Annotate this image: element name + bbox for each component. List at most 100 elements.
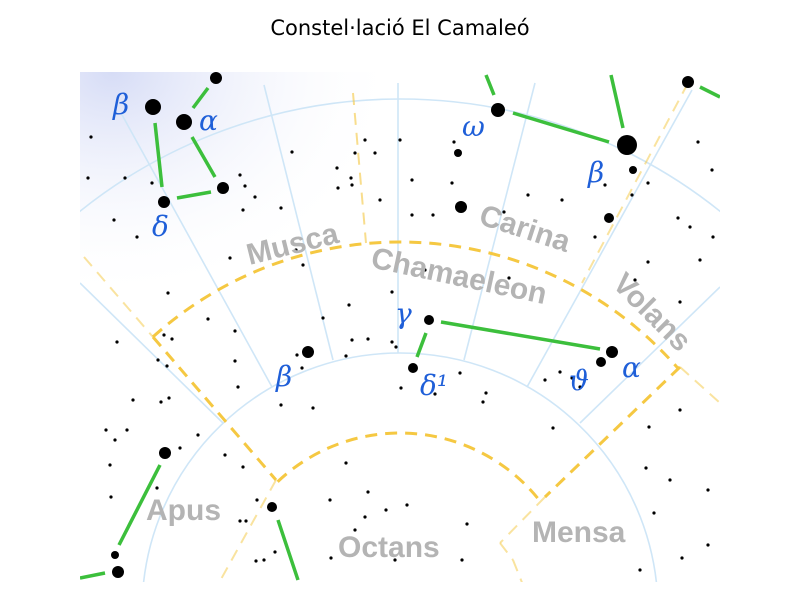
page-title: Constel·lació El Camaleó: [270, 16, 530, 40]
grid-line: [579, 286, 720, 424]
faint-star: [344, 354, 348, 358]
grid-line: [80, 282, 224, 424]
figure-line: [484, 74, 496, 96]
faint-star: [155, 486, 159, 490]
figure-line: [609, 74, 625, 129]
faint-star: [481, 400, 485, 404]
label-carina-beta: β: [587, 156, 604, 189]
star: [617, 135, 637, 155]
faint-star: [433, 392, 437, 396]
faint-star: [688, 225, 692, 229]
figure-line: [440, 320, 601, 351]
faint-star: [236, 385, 240, 389]
faint-star: [115, 340, 119, 344]
label-cham-beta: β: [275, 360, 292, 393]
star: [217, 182, 229, 194]
label-octans: Octans: [338, 531, 440, 564]
faint-star: [233, 359, 237, 363]
faint-star: [353, 528, 357, 532]
label-apus: Apus: [146, 494, 221, 527]
faint-star: [273, 550, 277, 554]
boundary-line: [679, 366, 720, 404]
boundary-line: [499, 496, 546, 544]
star: [210, 72, 222, 84]
star: [159, 447, 171, 459]
faint-star: [178, 446, 182, 450]
faint-star: [123, 176, 127, 180]
faint-star: [166, 291, 170, 295]
label-carina-omega: ω: [462, 110, 485, 143]
faint-star: [458, 371, 462, 375]
faint-star: [301, 263, 305, 267]
faint-star: [170, 337, 174, 341]
faint-star: [156, 358, 160, 362]
coordinate-grid: [80, 82, 720, 582]
faint-star: [113, 438, 117, 442]
figure-line: [176, 190, 212, 200]
label-mensa: Mensa: [532, 516, 626, 549]
faint-star: [321, 316, 325, 320]
star: [629, 166, 637, 174]
faint-star: [394, 345, 398, 349]
faint-star: [603, 183, 607, 187]
faint-star: [644, 466, 648, 470]
faint-star: [294, 248, 298, 252]
faint-star: [241, 465, 245, 469]
faint-star: [279, 206, 283, 210]
faint-star: [89, 135, 93, 139]
faint-star: [399, 386, 403, 390]
faint-star: [223, 453, 227, 457]
faint-star: [423, 268, 427, 272]
faint-star: [680, 556, 684, 560]
faint-star: [290, 150, 294, 154]
faint-star: [469, 585, 472, 588]
label-musca-delta: δ: [152, 210, 169, 243]
faint-star: [344, 461, 348, 465]
faint-star: [378, 198, 382, 202]
faint-star: [706, 543, 710, 547]
faint-star: [167, 396, 171, 400]
faint-star: [353, 151, 357, 155]
figure-line: [276, 519, 300, 581]
faint-star: [373, 151, 377, 155]
boundary-line: [352, 92, 367, 244]
faint-star: [593, 235, 597, 239]
faint-star: [711, 235, 715, 239]
faint-star: [560, 198, 564, 202]
star: [267, 502, 277, 512]
faint-star: [363, 138, 367, 142]
figure-line: [191, 86, 210, 110]
boundary-line: [581, 82, 689, 284]
boundary-line: [83, 256, 154, 338]
faint-star: [410, 178, 414, 182]
faint-star: [710, 168, 714, 172]
boundary-line: [512, 559, 523, 582]
star: [408, 363, 418, 373]
faint-star: [241, 208, 245, 212]
faint-star: [228, 256, 232, 260]
faint-star: [244, 519, 248, 523]
faint-star: [165, 364, 169, 368]
boundary-line: [218, 479, 277, 582]
faint-star: [350, 338, 354, 342]
faint-star: [384, 508, 388, 512]
faint-star: [86, 176, 90, 180]
faint-star: [646, 181, 650, 185]
star: [491, 103, 505, 117]
faint-star: [646, 260, 650, 264]
faint-star: [507, 276, 511, 280]
faint-star: [465, 522, 469, 526]
faint-star: [196, 433, 200, 437]
faint-star: [638, 568, 642, 572]
grid-arc: [142, 352, 658, 582]
faint-star: [262, 558, 266, 562]
figure-line: [512, 111, 610, 144]
grid-line: [120, 112, 273, 388]
star: [596, 357, 606, 367]
faint-star: [159, 400, 163, 404]
faint-star: [405, 503, 409, 507]
faint-star: [131, 398, 135, 402]
faint-star: [162, 333, 166, 337]
grid-line: [263, 84, 334, 361]
